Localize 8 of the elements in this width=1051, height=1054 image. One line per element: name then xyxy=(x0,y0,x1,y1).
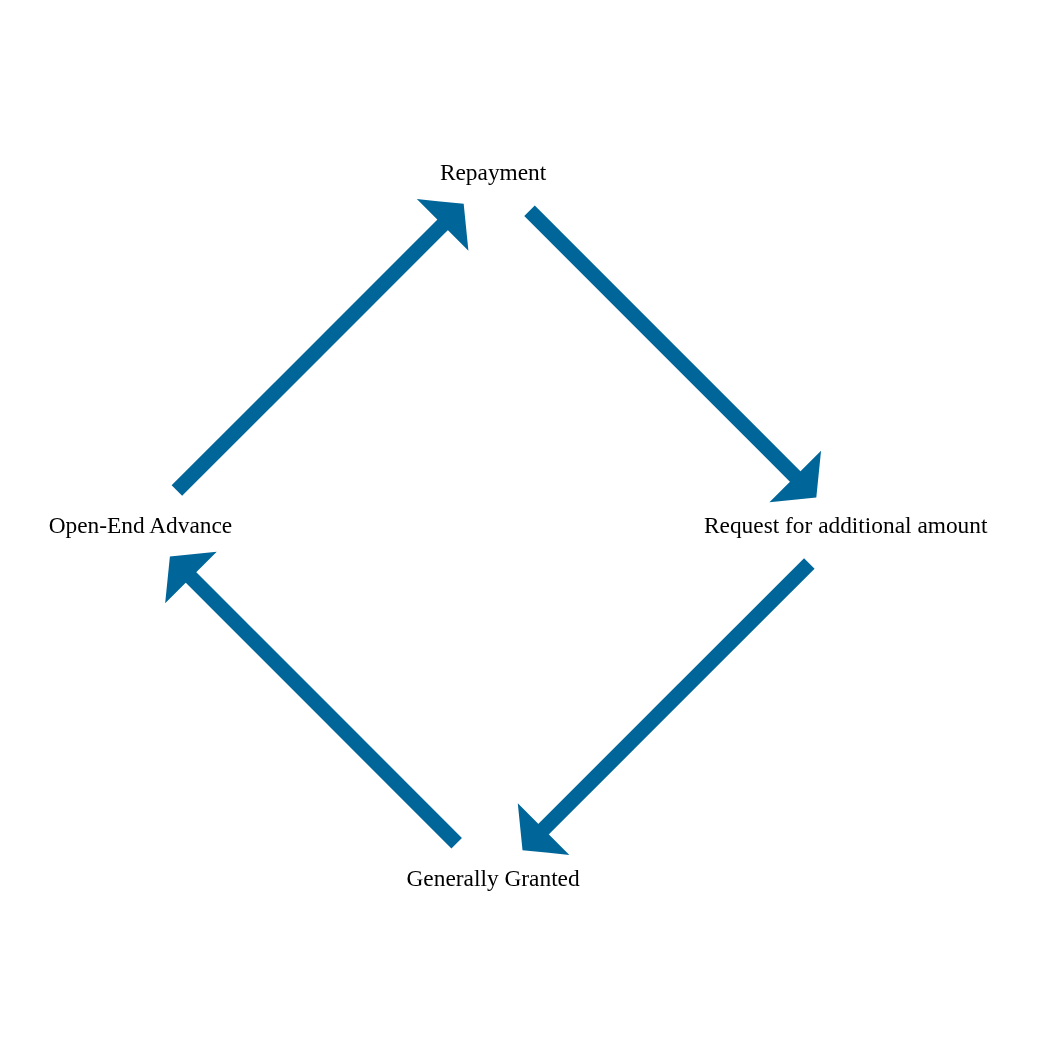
node-text: Repayment xyxy=(439,159,547,186)
arrow xyxy=(517,558,815,855)
node-text: Generally Granted xyxy=(406,864,580,891)
node-text: Open-End Advance xyxy=(48,511,233,538)
arrow xyxy=(524,205,822,503)
arrow xyxy=(171,199,469,496)
arrow xyxy=(165,551,462,849)
node-text: Request for additional amount xyxy=(703,511,988,538)
